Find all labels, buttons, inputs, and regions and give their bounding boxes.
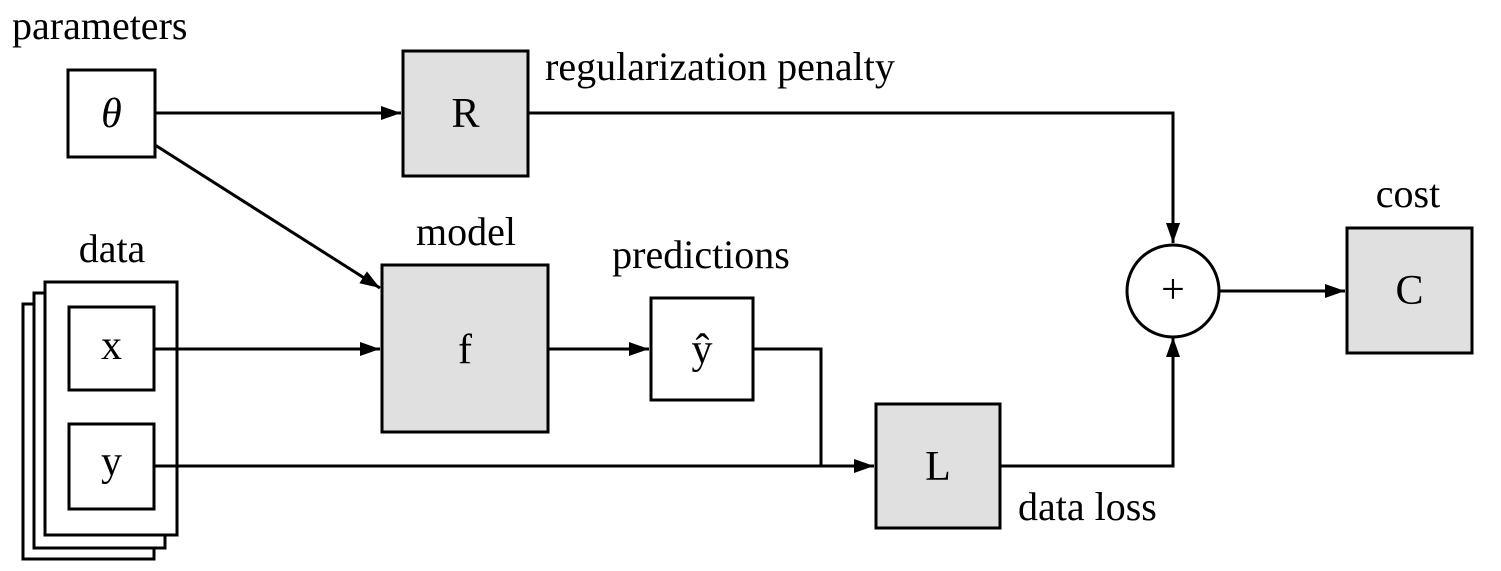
y-box <box>67 422 156 511</box>
data-loss-label: data loss <box>1018 484 1157 529</box>
sum-symbol: + <box>1161 267 1185 313</box>
theta-node: θ <box>66 68 157 159</box>
prediction-node: ŷ <box>649 296 755 402</box>
x-symbol: x <box>101 323 122 369</box>
prediction-box <box>649 296 755 402</box>
cost-label: cost <box>1376 171 1440 216</box>
cost-box <box>1345 226 1474 355</box>
predictions-label: predictions <box>612 232 790 277</box>
y-node: y <box>67 422 156 511</box>
y-symbol: y <box>101 439 122 485</box>
model-box <box>380 263 550 434</box>
edge-prediction-to-loss <box>753 347 823 466</box>
model-symbol: f <box>458 327 472 373</box>
edge-loss-to-sum <box>1000 337 1180 468</box>
cost-node: C <box>1345 226 1474 355</box>
sum-circle <box>1125 243 1221 339</box>
parameters-label: parameters <box>12 3 187 48</box>
regularizer-symbol: R <box>451 91 479 137</box>
loss-symbol: L <box>925 444 951 490</box>
model-node: f <box>380 263 550 434</box>
edge-theta-to-model <box>154 143 381 290</box>
loss-node: L <box>874 402 1002 530</box>
theta-box <box>66 68 157 159</box>
loss-box <box>874 402 1002 530</box>
data-label: data <box>79 226 146 271</box>
x-box <box>67 305 156 392</box>
x-node: x <box>67 305 156 392</box>
model-label: model <box>416 209 516 254</box>
prediction-symbol: ŷ <box>692 327 713 373</box>
regularization-penalty-label: regularization penalty <box>545 44 895 89</box>
regularizer-box <box>401 49 530 178</box>
edge-r-to-sum <box>528 111 1180 243</box>
sum-node: + <box>1125 243 1221 339</box>
theta-symbol: θ <box>101 91 122 137</box>
cost-symbol: C <box>1395 268 1423 314</box>
regularizer-node: R <box>401 49 530 178</box>
